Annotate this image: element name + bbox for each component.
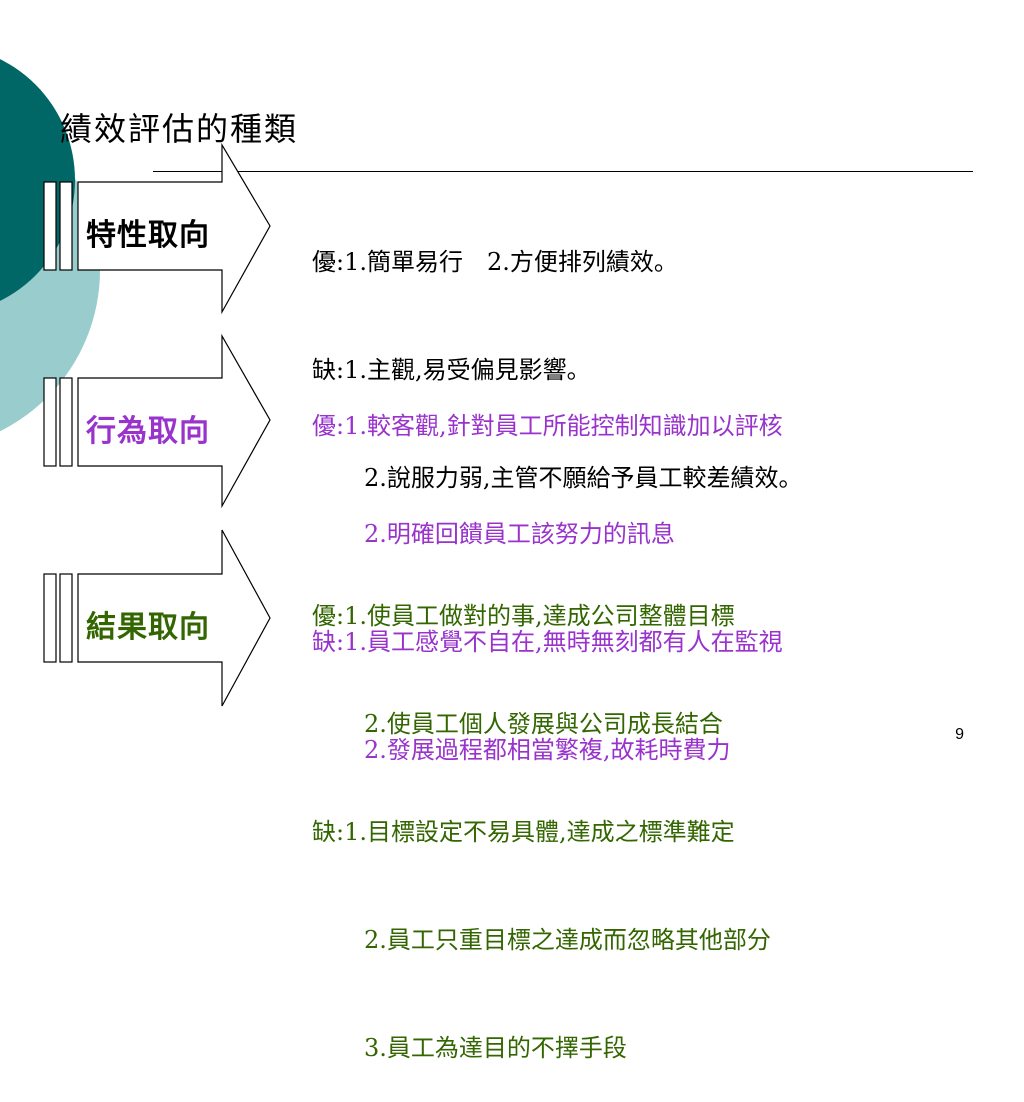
content-trait: 優:1.簡單易行 2.方便排列績效。 缺:1.主觀,易受偏見影響。 2.說服力弱… — [312, 172, 803, 532]
content-result: 優:1.使員工做對的事,達成公司整體目標 2.使員工個人發展與公司成長結合 缺:… — [312, 526, 771, 1102]
content-line: 2.說服力弱,主管不願給予員工較差績效。 — [364, 464, 803, 492]
title-underline — [153, 171, 973, 172]
slide-title: 績效評估的種類 — [60, 110, 299, 148]
label-trait: 特性取向 — [86, 218, 210, 253]
label-result: 結果取向 — [86, 610, 210, 645]
content-line: 缺:1.員工感覺不自在,無時無刻都有人在監視 — [312, 628, 783, 656]
content-line: 缺:1.目標設定不易具體,達成之標準難定 — [312, 818, 735, 846]
content-line: 缺:1.主觀,易受偏見影響。 — [312, 356, 591, 384]
content-line: 3.員工為達目的不擇手段 — [364, 1034, 627, 1062]
page-number: 9 — [955, 726, 964, 743]
content-line: 優:1.使員工做對的事,達成公司整體目標 — [312, 602, 735, 630]
content-line: 優:1.較客觀,針對員工所能控制知識加以評核 — [312, 412, 783, 440]
label-behavior: 行為取向 — [86, 414, 210, 449]
content-line: 2.明確回饋員工該努力的訊息 — [364, 520, 675, 548]
block-arrows — [43, 142, 271, 707]
content-line: 優:1.簡單易行 2.方便排列績效。 — [312, 248, 678, 276]
content-line: 2.發展過程都相當繁複,故耗時費力 — [364, 736, 731, 764]
arrow-trait — [43, 142, 271, 315]
arrow-behavior — [43, 333, 271, 509]
content-line: 2.使員工個人發展與公司成長結合 — [364, 710, 723, 738]
content-behavior: 優:1.較客觀,針對員工所能控制知識加以評核 2.明確回饋員工該努力的訊息 缺:… — [312, 336, 783, 804]
content-line: 2.員工只重目標之達成而忽略其他部分 — [364, 926, 771, 954]
arrow-result — [43, 529, 271, 707]
